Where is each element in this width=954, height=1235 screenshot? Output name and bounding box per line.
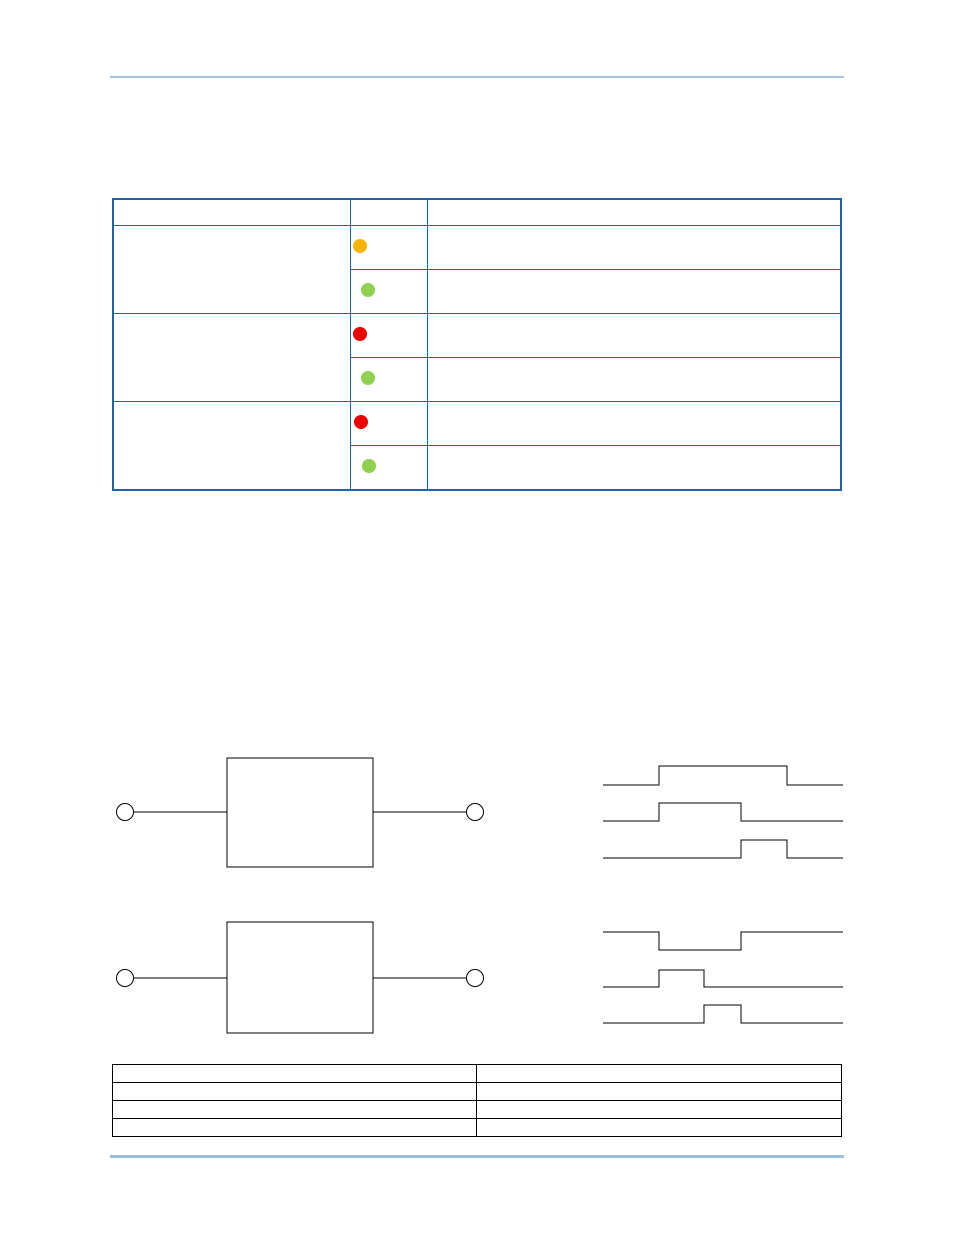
waveform bbox=[603, 839, 843, 859]
table-cell bbox=[476, 1100, 842, 1119]
footer-rule bbox=[110, 1155, 844, 1158]
green-led-icon bbox=[362, 459, 376, 473]
group-label bbox=[112, 225, 351, 314]
table-row bbox=[112, 1118, 842, 1137]
block-diagram-1 bbox=[116, 757, 484, 868]
input-terminal-icon bbox=[116, 803, 134, 821]
table-row bbox=[113, 445, 842, 491]
green-led-icon bbox=[361, 283, 375, 297]
description-cell bbox=[427, 225, 842, 270]
table-row bbox=[113, 269, 842, 314]
table-row bbox=[112, 313, 842, 402]
table-row bbox=[112, 401, 842, 491]
input-terminal-icon bbox=[116, 969, 134, 987]
column-header bbox=[112, 198, 351, 226]
legend-table bbox=[112, 1064, 842, 1137]
waveform bbox=[603, 765, 843, 786]
green-led-icon bbox=[361, 371, 375, 385]
function-block bbox=[226, 757, 374, 868]
group-label bbox=[112, 313, 351, 402]
table-row bbox=[112, 1064, 842, 1083]
red-led-icon bbox=[354, 415, 368, 429]
description-cell bbox=[427, 445, 842, 491]
waveforms-1 bbox=[603, 765, 843, 859]
table-cell bbox=[476, 1064, 842, 1083]
led-status-table bbox=[112, 198, 842, 491]
table-cell bbox=[476, 1118, 842, 1137]
table-cell bbox=[112, 1082, 477, 1101]
table-cell bbox=[476, 1082, 842, 1101]
waveform bbox=[603, 969, 843, 988]
description-cell bbox=[427, 401, 842, 446]
table-cell bbox=[112, 1064, 477, 1083]
amber-led-icon bbox=[353, 239, 367, 253]
function-block bbox=[226, 921, 374, 1034]
table-row bbox=[112, 1100, 842, 1119]
table-row bbox=[112, 225, 842, 314]
column-header bbox=[350, 198, 428, 226]
output-terminal-icon bbox=[466, 803, 484, 821]
table-cell bbox=[112, 1100, 477, 1119]
table-row bbox=[112, 1082, 842, 1101]
table-cell bbox=[112, 1118, 477, 1137]
waveform bbox=[603, 931, 843, 951]
description-cell bbox=[427, 269, 842, 314]
output-terminal-icon bbox=[466, 969, 484, 987]
group-label bbox=[112, 401, 351, 491]
header-rule bbox=[110, 76, 844, 78]
red-led-icon bbox=[353, 327, 367, 341]
waveforms-2 bbox=[603, 931, 843, 1024]
description-cell bbox=[427, 313, 842, 358]
waveform bbox=[603, 802, 843, 822]
waveform bbox=[603, 1004, 843, 1024]
block-diagram-2 bbox=[116, 921, 484, 1034]
